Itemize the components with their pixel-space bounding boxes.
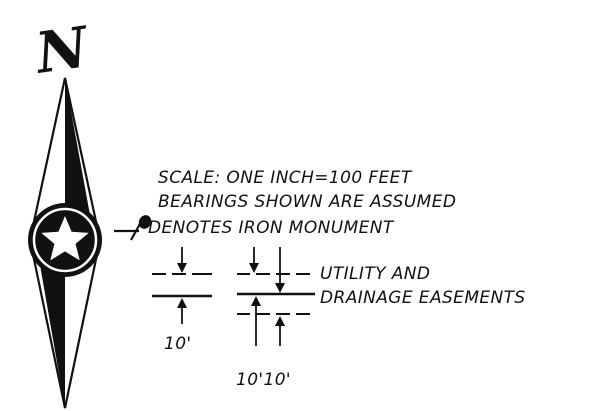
compass-star (28, 203, 102, 277)
north-letter: N (30, 14, 94, 87)
scale-note: SCALE: ONE INCH=100 FEET (158, 168, 413, 188)
dimension-left: 10' (164, 334, 192, 354)
easement-symbol-double (237, 247, 315, 346)
star-icon (41, 216, 89, 261)
iron-monument-icon (114, 215, 152, 241)
easement-symbol-single (152, 247, 212, 324)
compass-needle-lower-fill (40, 265, 65, 408)
easement-symbols: 10' 10'10' (152, 247, 315, 390)
compass-needle-upper-fill (65, 78, 90, 215)
dimension-right: 10'10' (236, 370, 291, 390)
bearings-note: BEARINGS SHOWN ARE ASSUMED (158, 192, 456, 212)
easement-label-line2: DRAINAGE EASEMENTS (320, 288, 526, 308)
north-arrow: N (28, 14, 102, 409)
easement-label-line1: UTILITY AND (320, 264, 430, 284)
monument-note: DENOTES IRON MONUMENT (148, 218, 395, 238)
